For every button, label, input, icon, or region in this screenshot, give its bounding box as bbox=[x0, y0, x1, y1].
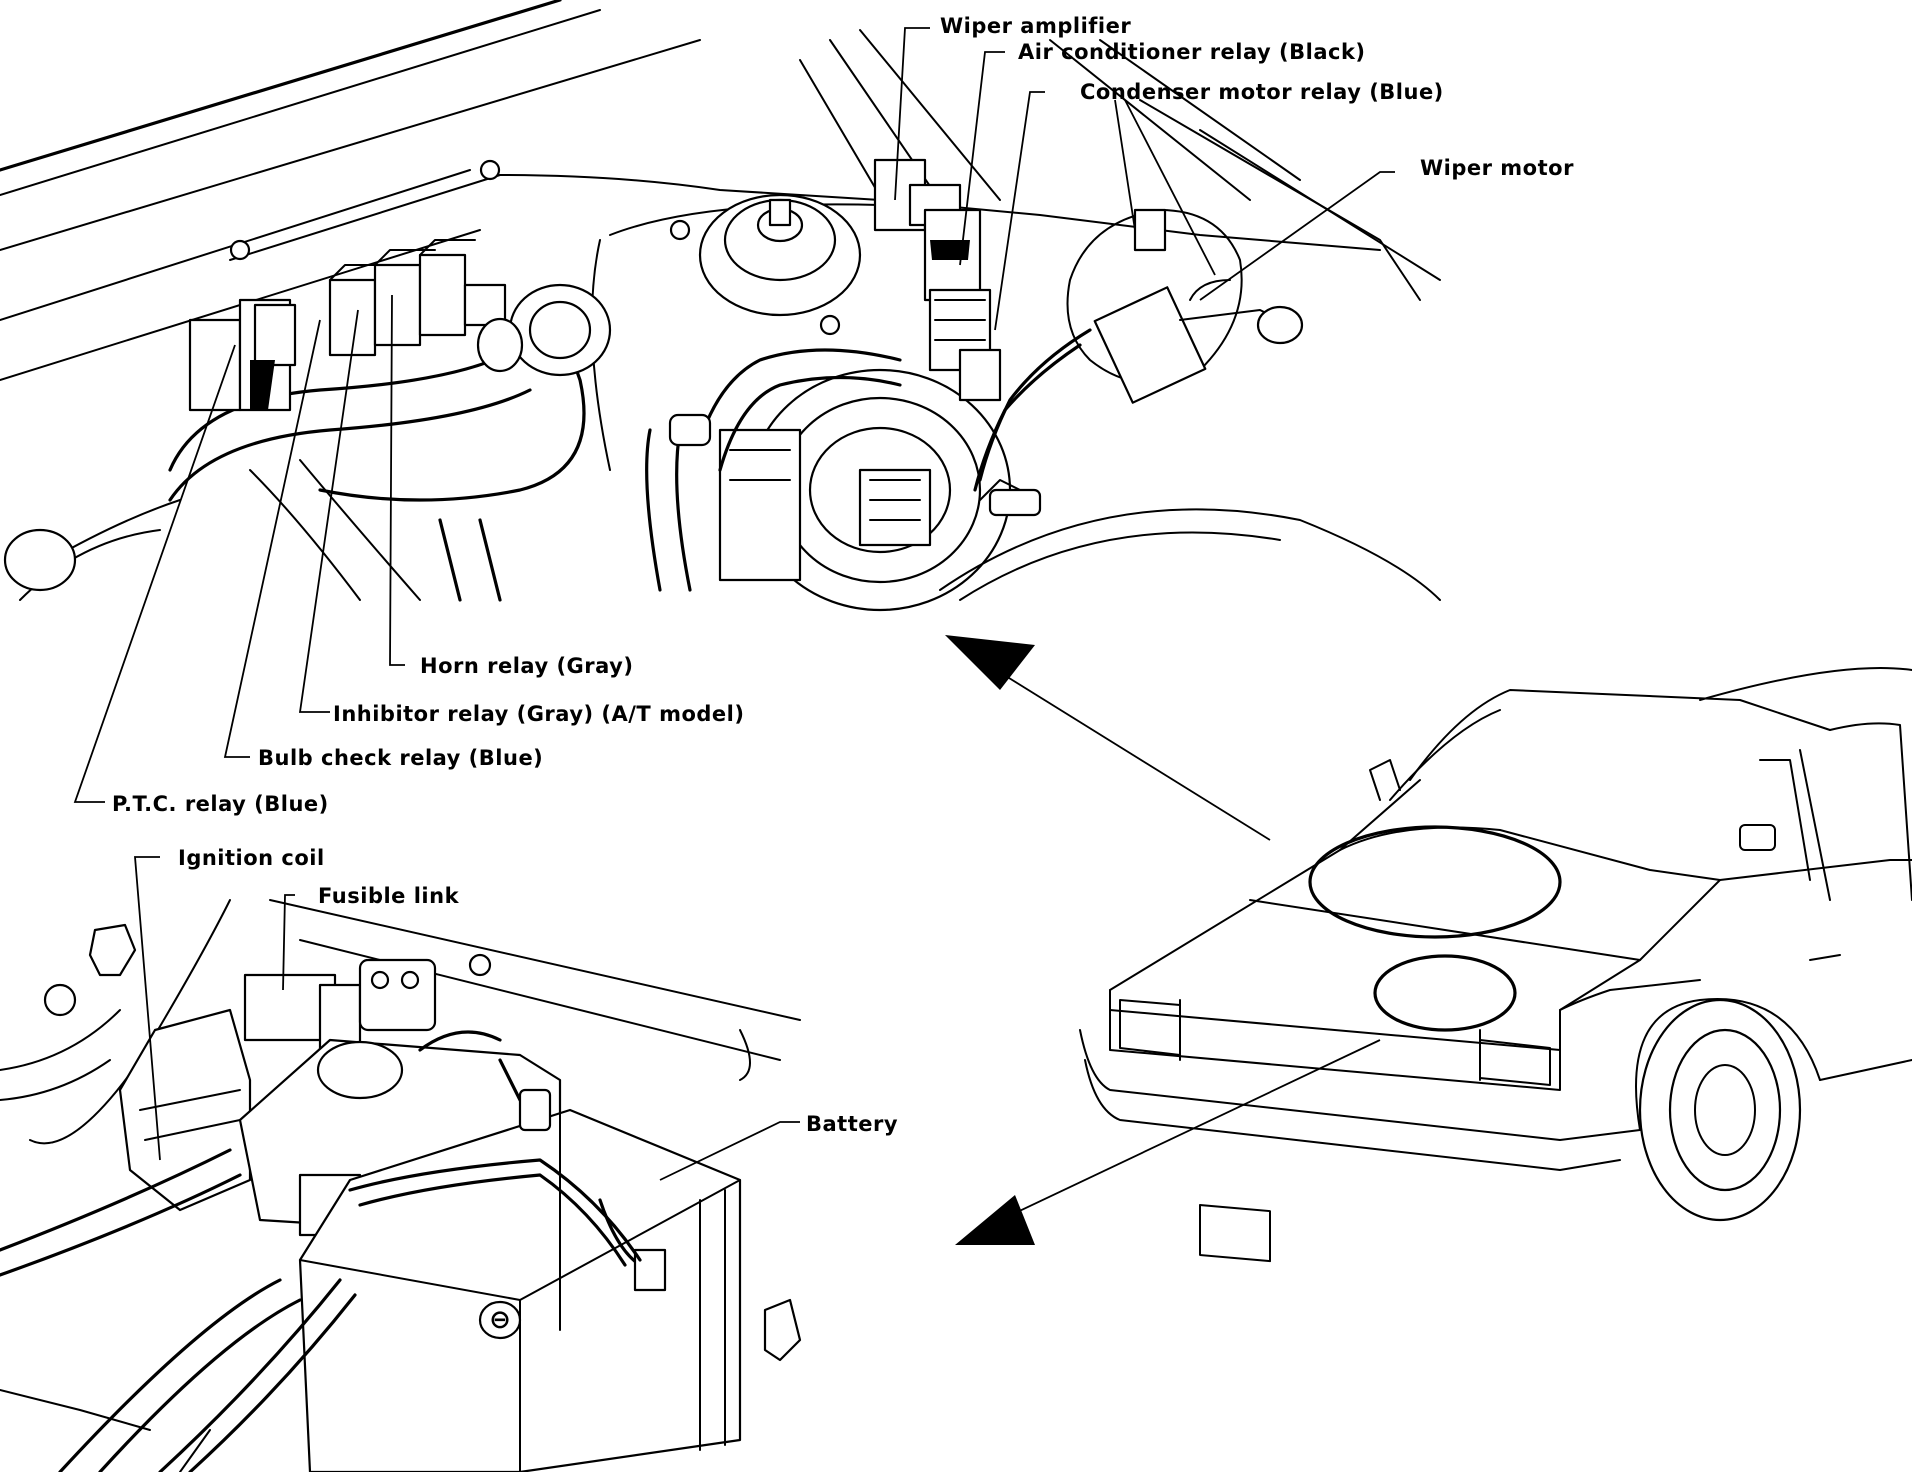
air-conditioner-relay-label: Air conditioner relay (Black) bbox=[1018, 40, 1366, 64]
horn-relay-label: Horn relay (Gray) bbox=[420, 654, 634, 678]
hood-highlight-circle bbox=[1308, 825, 1562, 939]
lower-arrow-head bbox=[955, 1195, 1035, 1245]
bulb-check-relay-label: Bulb check relay (Blue) bbox=[258, 746, 544, 770]
inhibitor-relay-label: Inhibitor relay (Gray) (A/T model) bbox=[333, 702, 745, 726]
wiper-motor-label: Wiper motor bbox=[1420, 156, 1574, 180]
lower-battery-area-illustration: ⊖ bbox=[0, 899, 802, 1472]
ignition-coil-label: Ignition coil bbox=[178, 846, 325, 870]
battery-label: Battery bbox=[806, 1112, 899, 1136]
battery-negative-symbol: ⊖ bbox=[489, 1305, 511, 1335]
car-illustration bbox=[1079, 667, 1912, 1263]
condenser-motor-relay-label: Condenser motor relay (Blue) bbox=[1080, 80, 1444, 104]
fusible-link-label: Fusible link bbox=[318, 884, 460, 908]
upper-engine-bay-illustration bbox=[0, 0, 1441, 612]
ptc-relay-label: P.T.C. relay (Blue) bbox=[112, 792, 329, 816]
upper-arrow-head bbox=[945, 635, 1035, 690]
front-highlight-circle bbox=[1373, 954, 1517, 1032]
wiper-amplifier-label: Wiper amplifier bbox=[940, 14, 1132, 38]
arrows bbox=[945, 635, 1381, 1245]
leader-lines bbox=[73, 27, 1395, 1181]
